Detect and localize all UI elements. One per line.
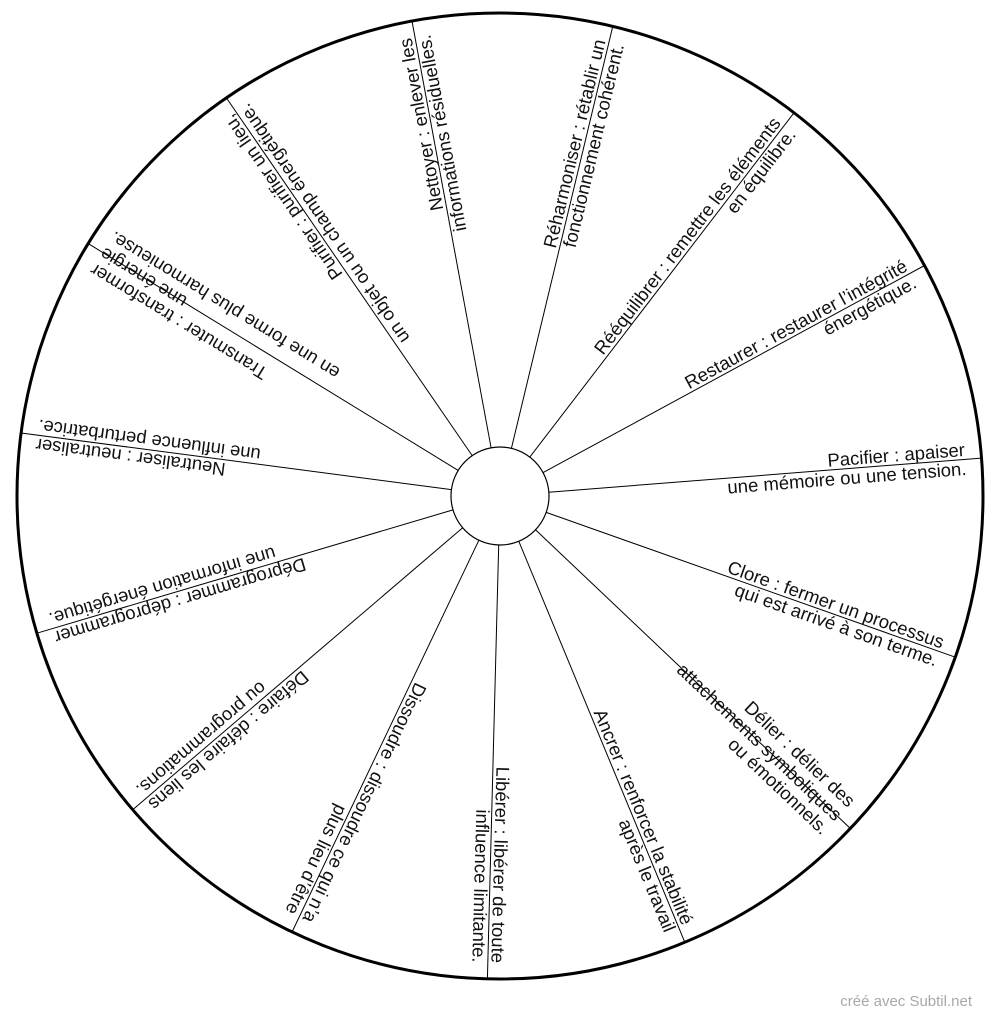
segment-divider — [21, 432, 452, 491]
segment-divider — [87, 243, 459, 471]
segment-divider — [510, 26, 614, 449]
segment-divider — [535, 529, 851, 829]
segment-divider — [486, 544, 500, 979]
segment-label-line: Libérer : libérer de toute — [487, 766, 513, 963]
segment-divider — [291, 539, 480, 933]
segment-divider — [132, 527, 464, 811]
segment-divider — [225, 97, 473, 456]
segment-divider — [36, 509, 454, 634]
segment-divider — [542, 265, 925, 474]
wheel-center-hub[interactable] — [450, 446, 550, 546]
segment-dividers — [21, 21, 982, 979]
segment-divider — [518, 541, 686, 943]
segment-divider — [548, 457, 982, 493]
segment-divider — [529, 112, 795, 458]
segment-label-line: influence limitante. — [468, 809, 493, 963]
credit-text[interactable]: créé avec Subtil.net — [840, 993, 972, 1010]
segment-divider — [546, 511, 956, 658]
segment-divider — [411, 21, 492, 448]
